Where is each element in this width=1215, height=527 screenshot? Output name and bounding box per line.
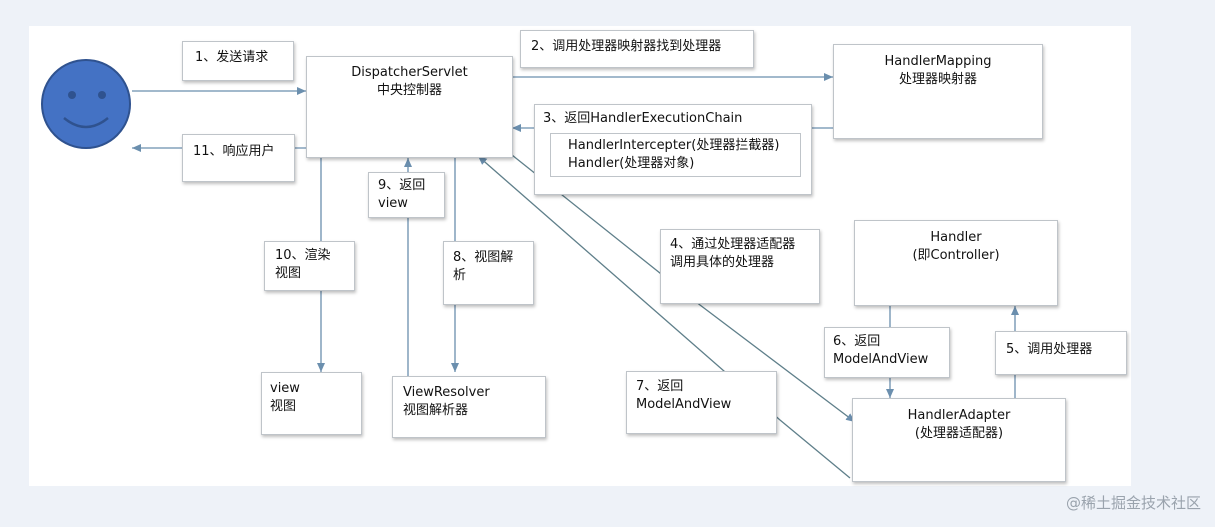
handler-mapping-desc: 处理器映射器 [898,72,977,87]
watermark-text: @稀土掘金技术社区 [1065,494,1201,512]
step-3-inner-box: HandlerIntercepter(处理器拦截器) Handler(处理器对象… [550,133,801,177]
handler-adapter-desc: (处理器适配器) [914,426,1004,441]
handler-mapping-name: HandlerMapping [884,54,992,69]
view-desc: 视图 [270,399,297,414]
smiley-face-icon [41,59,131,149]
dispatcher-servlet-name: DispatcherServlet [351,65,468,80]
dispatcher-servlet-desc: 中央控制器 [376,83,442,98]
handler-name: Handler [930,230,982,245]
step-4-label: 4、通过处理器适配器 调用具体的处理器 [660,229,820,304]
step-2-label: 2、调用处理器映射器找到处理器 [520,30,754,68]
handler-adapter-name: HandlerAdapter [907,408,1011,423]
view-resolver-box: ViewResolver 视图解析器 [392,376,546,438]
view-name: view [270,381,300,396]
handler-mapping-box: HandlerMapping 处理器映射器 [833,44,1043,139]
step-3-label: 3、返回HandlerExecutionChain HandlerInterce… [534,104,812,195]
view-resolver-desc: 视图解析器 [403,403,469,418]
handler-desc: (即Controller) [912,248,1000,263]
step-6-label: 6、返回 ModelAndView [824,327,950,378]
view-box: view 视图 [261,372,362,435]
step-8-label: 8、视图解 析 [443,241,534,305]
handler-adapter-box: HandlerAdapter (处理器适配器) [852,398,1066,482]
step-11-label: 11、响应用户 [182,134,295,182]
step-9-label: 9、返回 view [368,172,445,218]
arrow-call-adapter [511,154,856,423]
step-1-label: 1、发送请求 [182,41,294,81]
step-7-label: 7、返回 ModelAndView [626,371,777,434]
arrow-return-modelandview-7 [477,155,851,479]
handler-box: Handler (即Controller) [854,220,1058,306]
step-5-label: 5、调用处理器 [995,331,1127,375]
step-10-label: 10、渲染 视图 [264,241,355,291]
dispatcher-servlet-box: DispatcherServlet 中央控制器 [306,56,513,158]
view-resolver-name: ViewResolver [403,385,490,400]
